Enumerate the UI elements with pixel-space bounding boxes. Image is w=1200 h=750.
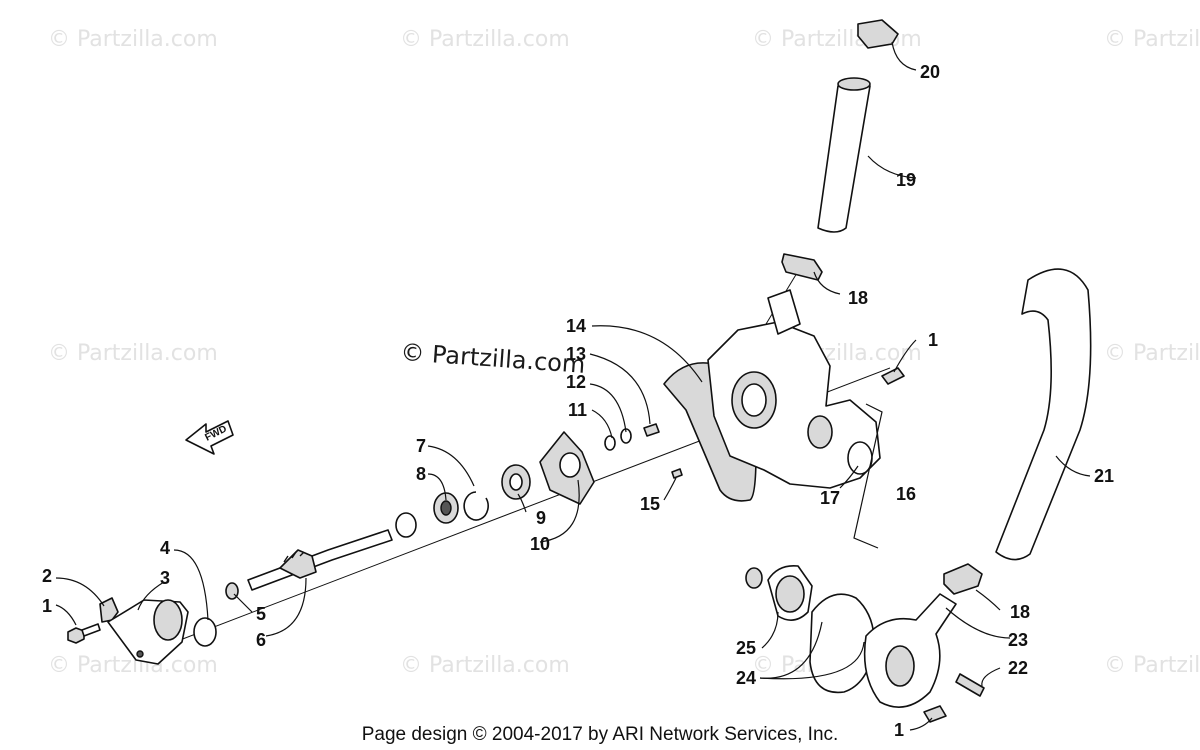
bushing-part (395, 512, 417, 538)
watermark: © Partzilla.com (48, 653, 218, 678)
watermark: © Partzilla.com (1104, 653, 1200, 678)
callout-number: 8 (416, 464, 426, 484)
watermark: © Partzilla.com (48, 27, 218, 52)
seal-part (501, 464, 531, 500)
callout-number: 7 (416, 436, 426, 456)
callout-labels: 1 2 3 4 5 6 7 8 9 10 11 12 13 14 15 16 1… (42, 62, 1114, 740)
thermostat-part (745, 564, 813, 621)
callout-number: 6 (256, 630, 266, 650)
watermark: © Partzilla.com (1104, 27, 1200, 52)
bolt-part (67, 623, 101, 644)
callout-number: 14 (566, 316, 586, 336)
group-bracket (853, 403, 883, 549)
leader-lines (55, 41, 1091, 731)
hose-part (817, 80, 871, 233)
hose-clamp-part (943, 563, 983, 595)
hose-end (837, 77, 871, 91)
callout-number: 18 (1010, 602, 1030, 622)
callout-number: 5 (256, 604, 266, 624)
callout-number: 18 (848, 288, 868, 308)
callout-number: 12 (566, 372, 586, 392)
bolt-part (923, 705, 947, 723)
washer-part (604, 435, 616, 451)
callout-number: 21 (1094, 466, 1114, 486)
fwd-arrow-icon: FWD (185, 420, 234, 455)
watermark: © Partzilla.com (400, 27, 570, 52)
callout-number: 22 (1008, 658, 1028, 678)
thermostat-housing-part (863, 593, 957, 708)
o-ring-part (847, 441, 873, 475)
callout-number: 9 (536, 508, 546, 528)
o-ring-part (193, 617, 217, 647)
impeller-part (539, 431, 595, 505)
dowel-pin-part (671, 468, 683, 479)
callout-number: 17 (820, 488, 840, 508)
center-watermark: © Partzilla.com (400, 338, 587, 379)
callout-number: 19 (896, 170, 916, 190)
snap-ring-part (463, 491, 489, 521)
watermark: © Partzilla.com (1104, 341, 1200, 366)
callout-number: 23 (1008, 630, 1028, 650)
callout-number: 16 (896, 484, 916, 504)
bolt-part (955, 673, 985, 697)
cover-housing-part (107, 599, 189, 665)
watermark-group: © Partzilla.com © Partzilla.com © Partzi… (48, 27, 1200, 678)
callout-number: 3 (160, 568, 170, 588)
callout-number: 11 (568, 400, 587, 420)
callout-number: 1 (894, 720, 904, 740)
copyright-footer: Page design © 2004-2017 by ARI Network S… (362, 724, 839, 745)
callout-number: 20 (920, 62, 940, 82)
watermark: © Partzilla.com (752, 27, 922, 52)
bolt-part (643, 423, 660, 437)
watermark: © Partzilla.com (48, 341, 218, 366)
hose-part (995, 268, 1092, 561)
callout-number: 10 (530, 534, 550, 554)
callout-number: 24 (736, 668, 756, 688)
callout-number: 25 (736, 638, 756, 658)
pump-shaft-part (247, 529, 393, 591)
callout-number: 1 (42, 596, 52, 616)
callout-number: 2 (42, 566, 52, 586)
callout-number: 13 (566, 344, 586, 364)
bolt-part (881, 367, 905, 385)
watermark: © Partzilla.com (400, 653, 570, 678)
callout-number: 4 (160, 538, 170, 558)
water-pump-body-part (707, 289, 881, 489)
callout-number: 15 (640, 494, 660, 514)
callout-number: 1 (928, 330, 938, 350)
bracket-part (99, 597, 119, 623)
bearing-part (433, 492, 459, 524)
